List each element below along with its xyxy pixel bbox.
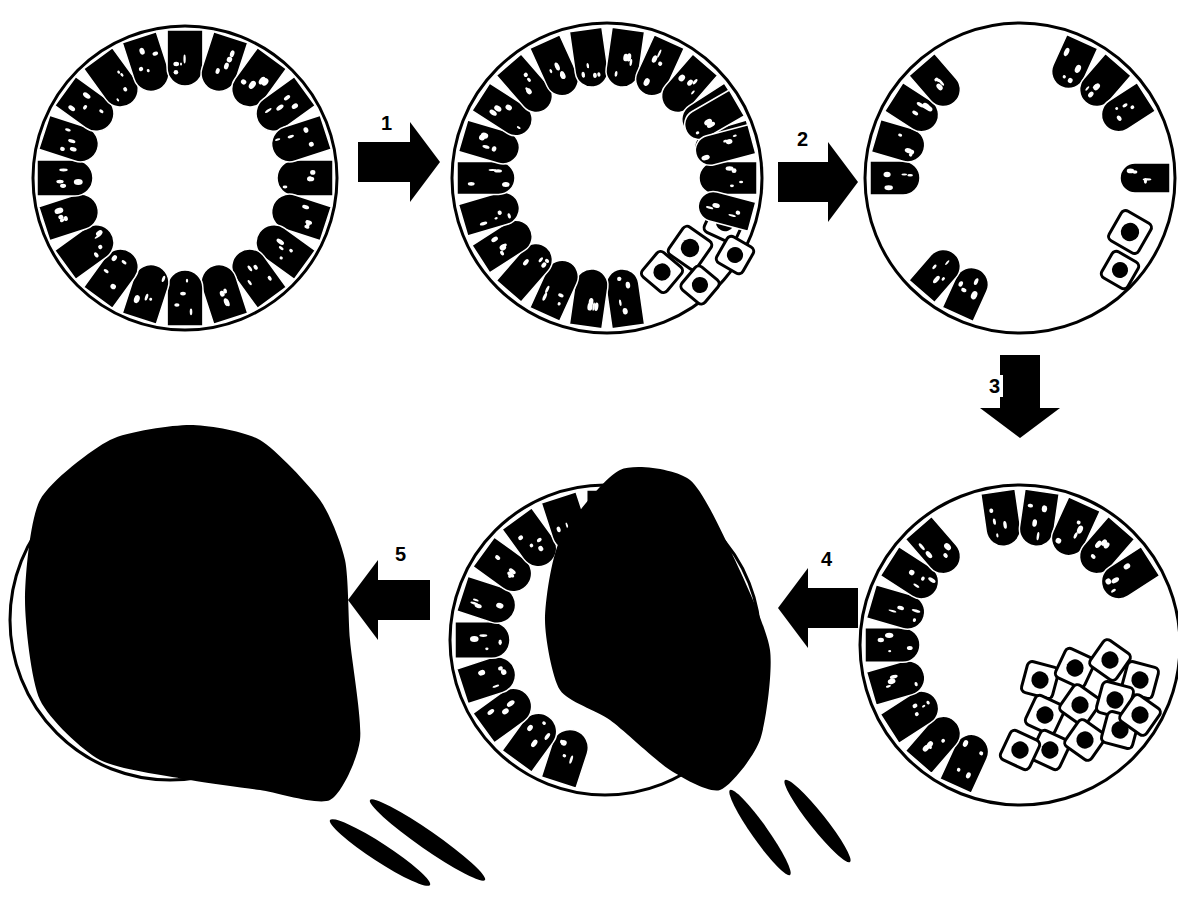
epithelial-cell <box>1095 547 1160 606</box>
step-arrow <box>358 122 440 202</box>
epithelial-cell <box>122 32 173 96</box>
epithelial-cell <box>695 188 756 231</box>
epithelial-cell <box>457 652 521 704</box>
dysplastic-cell <box>999 729 1042 772</box>
tumor-mass <box>25 425 360 801</box>
dysplastic-cell <box>1020 660 1059 699</box>
polyp-stalk <box>723 785 796 879</box>
callout-number: 1 <box>378 112 395 134</box>
dysplastic-cell <box>639 249 684 294</box>
step-arrow <box>980 355 1060 438</box>
callout-number: 4 <box>818 548 835 570</box>
tumor-mass <box>545 467 771 790</box>
epithelial-cell <box>569 27 610 89</box>
dysplastic-cell <box>1100 250 1141 291</box>
epithelial-cell <box>167 270 203 326</box>
colon-wall <box>452 23 762 333</box>
callout-number: 5 <box>392 543 409 565</box>
step-arrow <box>778 142 858 222</box>
epithelial-cell <box>692 125 756 169</box>
epithelial-cell <box>865 628 920 663</box>
epithelial-cell <box>455 622 510 659</box>
epithelial-cell <box>472 83 539 142</box>
epithelial-cell <box>39 189 103 240</box>
epithelial-cell <box>167 30 203 86</box>
polyp-stalk <box>365 793 490 888</box>
epithelial-cell <box>1120 163 1170 193</box>
callout-number: 3 <box>986 375 1003 397</box>
epithelial-cell <box>37 160 93 196</box>
epithelial-cell <box>457 162 515 195</box>
step-arrow <box>778 568 858 648</box>
epithelial-cell <box>909 54 967 114</box>
polyp-stalk <box>779 775 857 867</box>
epithelial-cell <box>277 160 333 196</box>
epithelial-cell <box>458 188 523 236</box>
colon-wall <box>33 26 337 330</box>
epithelial-cell <box>604 267 645 329</box>
dysplastic-cell <box>679 264 721 306</box>
epithelial-cell <box>196 260 247 324</box>
epithelial-cell <box>699 162 757 195</box>
dysplastic-cell <box>715 235 756 276</box>
epithelial-cell <box>866 657 929 706</box>
epithelial-cell <box>1095 83 1155 139</box>
epithelial-cell <box>909 242 967 302</box>
callout-number: 2 <box>794 128 811 150</box>
dysplastic-cell <box>1054 647 1097 690</box>
epithelial-cell <box>905 517 967 581</box>
colon-wall <box>865 23 1175 333</box>
colon-wall <box>860 485 1178 805</box>
step-arrow <box>348 560 430 640</box>
epithelial-cell <box>541 725 593 789</box>
epithelial-cell <box>981 489 1023 548</box>
epithelial-cell <box>870 161 920 195</box>
epithelial-cell <box>267 115 331 166</box>
dysplastic-cell <box>1107 209 1153 255</box>
dysplastic-cell <box>1118 693 1163 738</box>
